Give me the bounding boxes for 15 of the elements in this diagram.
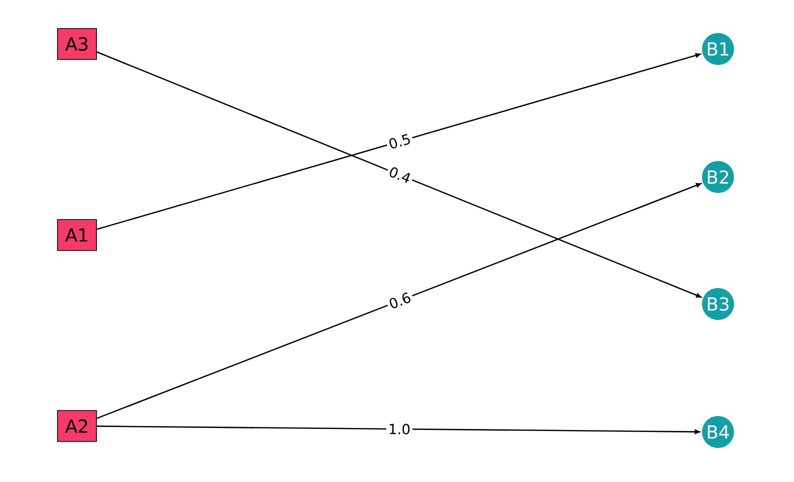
circle-node: B4: [702, 416, 734, 448]
circle-node: B3: [702, 288, 734, 320]
arrow: [96, 51, 702, 298]
arrow: [96, 183, 702, 419]
arrow: [96, 53, 701, 230]
circle-node: B2: [702, 161, 734, 193]
rectangle-node: A3: [57, 28, 97, 60]
rectangle-node: A2: [57, 410, 97, 442]
edge-label: 1.0: [386, 422, 413, 436]
arrow: [96, 426, 700, 434]
edge-label: 0.6: [385, 289, 415, 312]
rectangle-node: A1: [57, 219, 97, 251]
circle-node: B1: [702, 33, 734, 65]
edge-label: 0.4: [385, 163, 415, 187]
edge-label: 0.5: [385, 130, 414, 152]
